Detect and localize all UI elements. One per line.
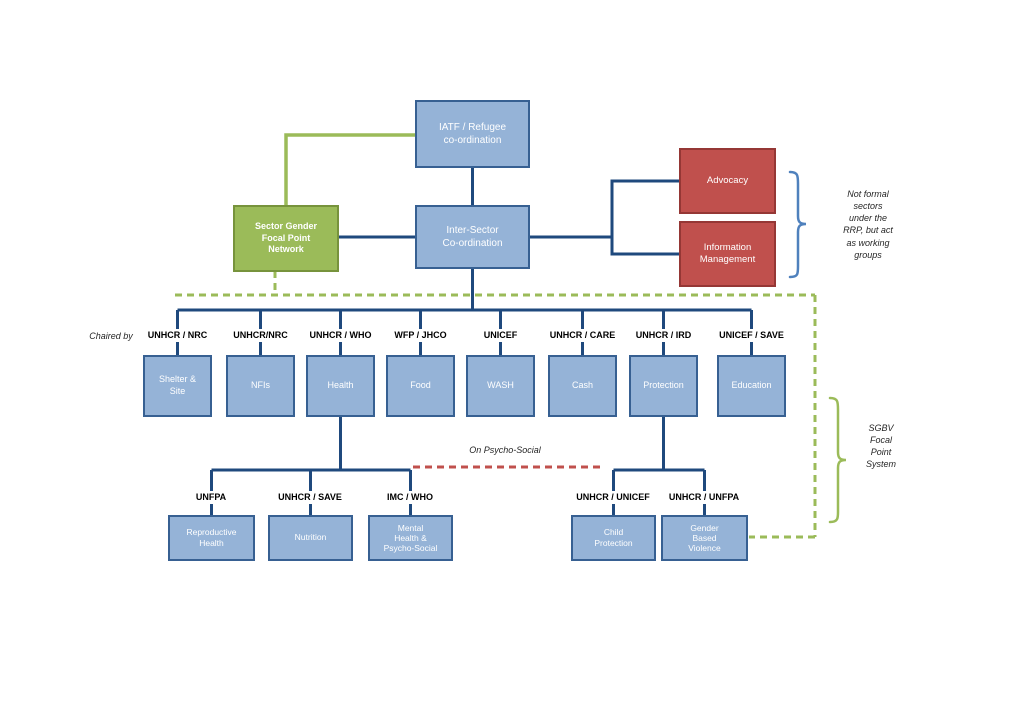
chair-label-reproductive-health: UNFPA <box>166 491 256 504</box>
sgbv-focal-point-system-label: SGBV Focal Point System <box>865 423 896 470</box>
chaired-by-label: Chaired by <box>89 331 133 341</box>
sector-box-nfis: NFIs <box>226 355 295 417</box>
chair-label-cash: UNHCR / CARE <box>539 329 626 342</box>
sgbv-brace <box>828 396 847 524</box>
subsector-box-gender-based-violence: Gender Based Violence <box>661 515 748 561</box>
chair-label-nfis: UNHCR/NRC <box>217 329 304 342</box>
on-psycho-social-label: On Psycho-Social <box>469 445 541 455</box>
sector-box-protection: Protection <box>629 355 698 417</box>
box-advocacy: Advocacy <box>679 148 776 214</box>
sector-box-wash: WASH <box>466 355 535 417</box>
chair-label-education: UNICEF / SAVE <box>708 329 795 342</box>
chair-label-food: WFP / JHCO <box>377 329 464 342</box>
box-inter-sector-coordination: Inter-Sector Co-ordination <box>415 205 530 269</box>
sector-box-education: Education <box>717 355 786 417</box>
sector-box-food: Food <box>386 355 455 417</box>
box-information-management: Information Management <box>679 221 776 287</box>
chair-label-protection: UNHCR / IRD <box>620 329 707 342</box>
chair-label-wash: UNICEF <box>457 329 544 342</box>
green-connector <box>284 133 415 205</box>
chair-label-shelter-site: UNHCR / NRC <box>134 329 221 342</box>
chair-label-nutrition: UNHCR / SAVE <box>265 491 355 504</box>
subsector-box-mental-health-psycho-social: Mental Health & Psycho-Social <box>368 515 453 561</box>
green-dashed-connectors <box>175 271 817 539</box>
note-not-formal-sectors: Not formal sectors under the RRP, but ac… <box>843 189 893 260</box>
subsector-box-reproductive-health: Reproductive Health <box>168 515 255 561</box>
chair-label-mental-health: IMC / WHO <box>365 491 455 504</box>
subsector-box-child-protection: Child Protection <box>571 515 656 561</box>
sector-box-health: Health <box>306 355 375 417</box>
sector-box-cash: Cash <box>548 355 617 417</box>
chair-label-health: UNHCR / WHO <box>297 329 384 342</box>
subsector-box-nutrition: Nutrition <box>268 515 353 561</box>
working-groups-brace <box>788 170 807 279</box>
box-sector-gender-focal-point-network: Sector Gender Focal Point Network <box>233 205 339 272</box>
box-iatf-refugee-coordination: IATF / Refugee co-ordination <box>415 100 530 168</box>
chair-label-gender-based-violence: UNHCR / UNFPA <box>659 491 749 504</box>
sector-box-shelter-site: Shelter & Site <box>143 355 212 417</box>
chair-label-child-protection: UNHCR / UNICEF <box>568 491 658 504</box>
